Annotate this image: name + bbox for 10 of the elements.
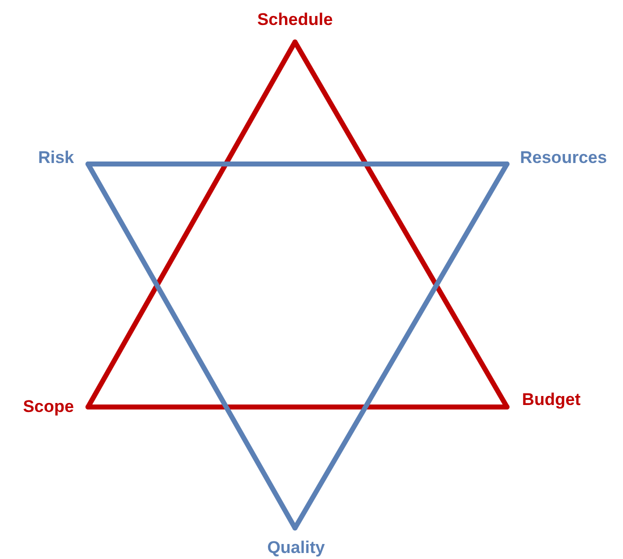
vertex-label: Budget [522, 390, 581, 410]
triangle-side-line [292, 162, 510, 530]
triangle-side-line [86, 404, 510, 410]
vertex-label: Quality [267, 538, 325, 558]
vertex-label: Resources [520, 148, 607, 168]
vertex-label: Scope [22, 397, 74, 417]
triangle-side-line [86, 162, 510, 166]
vertex-label: Schedule [257, 10, 333, 30]
vertex-label: Risk [38, 148, 74, 168]
triangle-side-line [86, 162, 298, 530]
